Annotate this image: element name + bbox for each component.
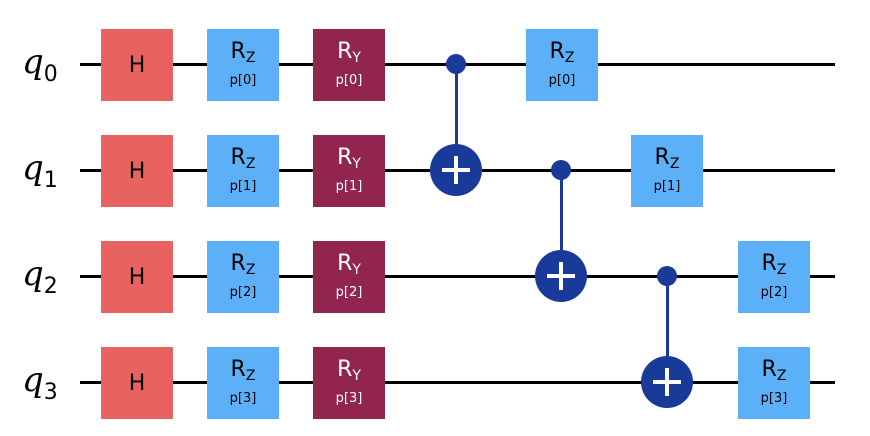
cnot-line-q0-q1 xyxy=(455,64,458,170)
rz-gate-q2-col2: RZ p[2] xyxy=(738,241,810,313)
rz-gate-q1-col1: RZ p[1] xyxy=(207,135,279,207)
qubit-wire-3 xyxy=(80,381,835,384)
qubit-label-2: q2 xyxy=(22,254,58,299)
h-gate-q2: H xyxy=(101,241,173,313)
cnot-target-q2 xyxy=(535,250,587,302)
qubit-label-1: q1 xyxy=(22,148,58,193)
cnot-target-q1 xyxy=(430,144,482,196)
cnot-control-q1 xyxy=(551,160,571,180)
rz-gate-q0-col2: RZ p[0] xyxy=(526,29,598,101)
ry-gate-q1: RY p[1] xyxy=(313,135,385,207)
h-gate-q0: H xyxy=(101,29,173,101)
rz-gate-q3-col1: RZ p[3] xyxy=(207,347,279,419)
rz-gate-q3-col2: RZ p[3] xyxy=(738,347,810,419)
ry-gate-q3: RY p[3] xyxy=(313,347,385,419)
rz-gate-q1-col2: RZ p[1] xyxy=(631,135,703,207)
h-gate-q3: H xyxy=(101,347,173,419)
qubit-label-0: q0 xyxy=(22,42,58,87)
cnot-line-q2-q3 xyxy=(666,276,669,382)
cnot-control-q2 xyxy=(657,266,677,286)
cnot-target-q3 xyxy=(641,356,693,408)
cnot-line-q1-q2 xyxy=(560,170,563,276)
ry-gate-q0: RY p[0] xyxy=(313,29,385,101)
rz-gate-q2-col1: RZ p[2] xyxy=(207,241,279,313)
ry-gate-q2: RY p[2] xyxy=(313,241,385,313)
qubit-label-3: q3 xyxy=(22,360,58,405)
cnot-control-q0 xyxy=(446,54,466,74)
qubit-wire-2 xyxy=(80,275,835,278)
rz-gate-q0-col1: RZ p[0] xyxy=(207,29,279,101)
h-gate-q1: H xyxy=(101,135,173,207)
